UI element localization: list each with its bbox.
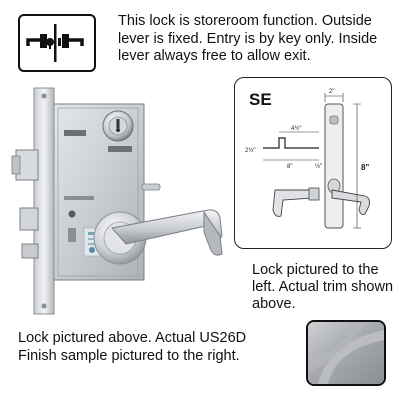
function-description: This lock is storeroom function. Outside… — [118, 13, 378, 64]
trim-model-label: SE — [249, 90, 272, 109]
dim-width: 2" — [329, 89, 334, 95]
dim-height: 8" — [361, 163, 369, 172]
dim-lever: 8" — [287, 164, 292, 170]
dim-small: ½" — [315, 163, 322, 170]
finish-sample-box — [306, 320, 386, 386]
storeroom-function-icon — [26, 24, 84, 62]
caption-bottom: Lock pictured above. Actual US26D Finish… — [18, 330, 247, 364]
trim-diagram-box: SE 2" 8" 4½" 8" 2½" ½" — [234, 77, 392, 249]
caption-right: Lock pictured to the left. Actual trim s… — [252, 262, 394, 312]
dim-projection: 2½" — [245, 147, 255, 154]
function-icon-box — [18, 14, 96, 72]
lock-photo — [8, 86, 238, 321]
mortise-lock-photo — [11, 87, 223, 315]
escutcheon-trim-diagram: 2" 8" 4½" 8" 2½" ½" — [245, 89, 370, 229]
finish-swatch — [308, 322, 384, 384]
dim-length: 4½" — [291, 125, 301, 132]
